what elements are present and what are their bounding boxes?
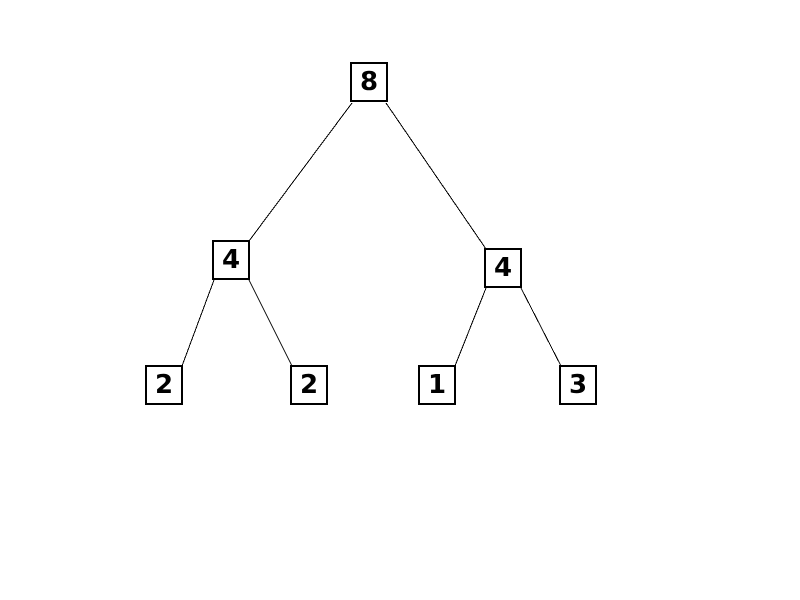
tree-node-label: 2 [299, 370, 319, 400]
tree-edge [454, 287, 487, 367]
tree-node-root[interactable]: 8 [350, 62, 388, 102]
tree-node-label: 2 [154, 370, 174, 400]
tree-edge [181, 279, 215, 367]
tree-node-right[interactable]: 4 [484, 248, 522, 288]
tree-node-label: 8 [359, 67, 379, 97]
tree-edge [385, 102, 487, 250]
tree-edge [248, 102, 353, 242]
tree-node-left[interactable]: 4 [212, 240, 250, 280]
tree-node-right-left[interactable]: 1 [418, 365, 456, 405]
tree-node-label: 3 [568, 370, 588, 400]
tree-edge [520, 287, 562, 367]
tree-edge [248, 279, 293, 367]
tree-node-left-right[interactable]: 2 [290, 365, 328, 405]
tree-node-right-right[interactable]: 3 [559, 365, 597, 405]
tree-node-label: 4 [221, 245, 241, 275]
tree-node-label: 4 [493, 253, 513, 283]
tree-node-label: 1 [427, 370, 447, 400]
tree-node-left-left[interactable]: 2 [145, 365, 183, 405]
